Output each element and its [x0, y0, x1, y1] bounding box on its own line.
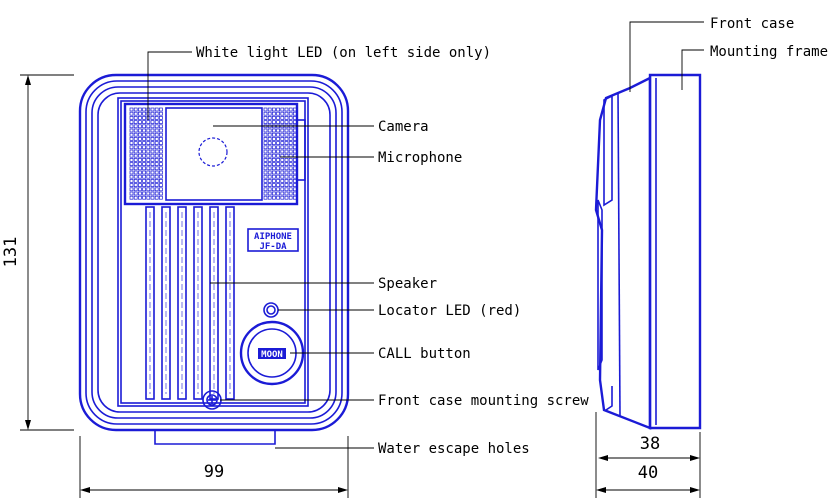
front-case-inner-1 [85, 80, 343, 425]
water-escape-holes [154, 430, 276, 445]
locator-led-ring [263, 302, 279, 318]
side-view [594, 73, 702, 430]
brand-text: AIPHONE [254, 232, 292, 242]
dimension-height: 131 [1, 237, 21, 268]
callout-front-case-screw: Front case mounting screw [378, 393, 589, 409]
front-case-outer [78, 73, 350, 432]
callout-mounting-frame: Mounting frame [710, 44, 828, 60]
microphone-grid [263, 107, 297, 200]
faceplate-recess-inner [120, 100, 306, 404]
front-view: AIPHONE JF-DA MOON [78, 73, 350, 445]
side-tab [296, 119, 306, 181]
faceplate-recess [117, 97, 309, 407]
camera-lens-panel [165, 107, 263, 201]
dimension-width: 99 [204, 462, 224, 482]
dimension-depth-case: 38 [640, 434, 660, 454]
call-button-text: MOON [261, 350, 283, 360]
white-light-led-grid [129, 107, 163, 200]
callout-camera: Camera [378, 119, 429, 135]
callout-call-button: CALL button [378, 346, 471, 362]
model-text: JF-DA [259, 242, 287, 252]
call-button-label-bg [258, 348, 286, 359]
callout-microphone: Microphone [378, 150, 462, 166]
mounting-frame [648, 73, 702, 430]
model-plate [247, 228, 299, 252]
front-case-inner-2 [91, 86, 337, 419]
locator-led [266, 305, 276, 315]
front-case-inner-3 [97, 92, 331, 413]
callout-white-light-led: White light LED (on left side only) [196, 45, 491, 61]
callout-water-escape-holes: Water escape holes [378, 441, 530, 457]
callouts: White light LED (on left side only) Came… [147, 16, 828, 457]
callout-front-case: Front case [710, 16, 794, 32]
dimension-lines: 131 99 38 40 [1, 74, 701, 498]
dimension-depth-total: 40 [638, 463, 658, 483]
front-case-screw-head [206, 394, 218, 406]
camera-lens [198, 137, 228, 167]
callout-speaker: Speaker [378, 276, 437, 292]
callout-locator-led: Locator LED (red) [378, 303, 521, 319]
speaker-slots [145, 206, 235, 400]
